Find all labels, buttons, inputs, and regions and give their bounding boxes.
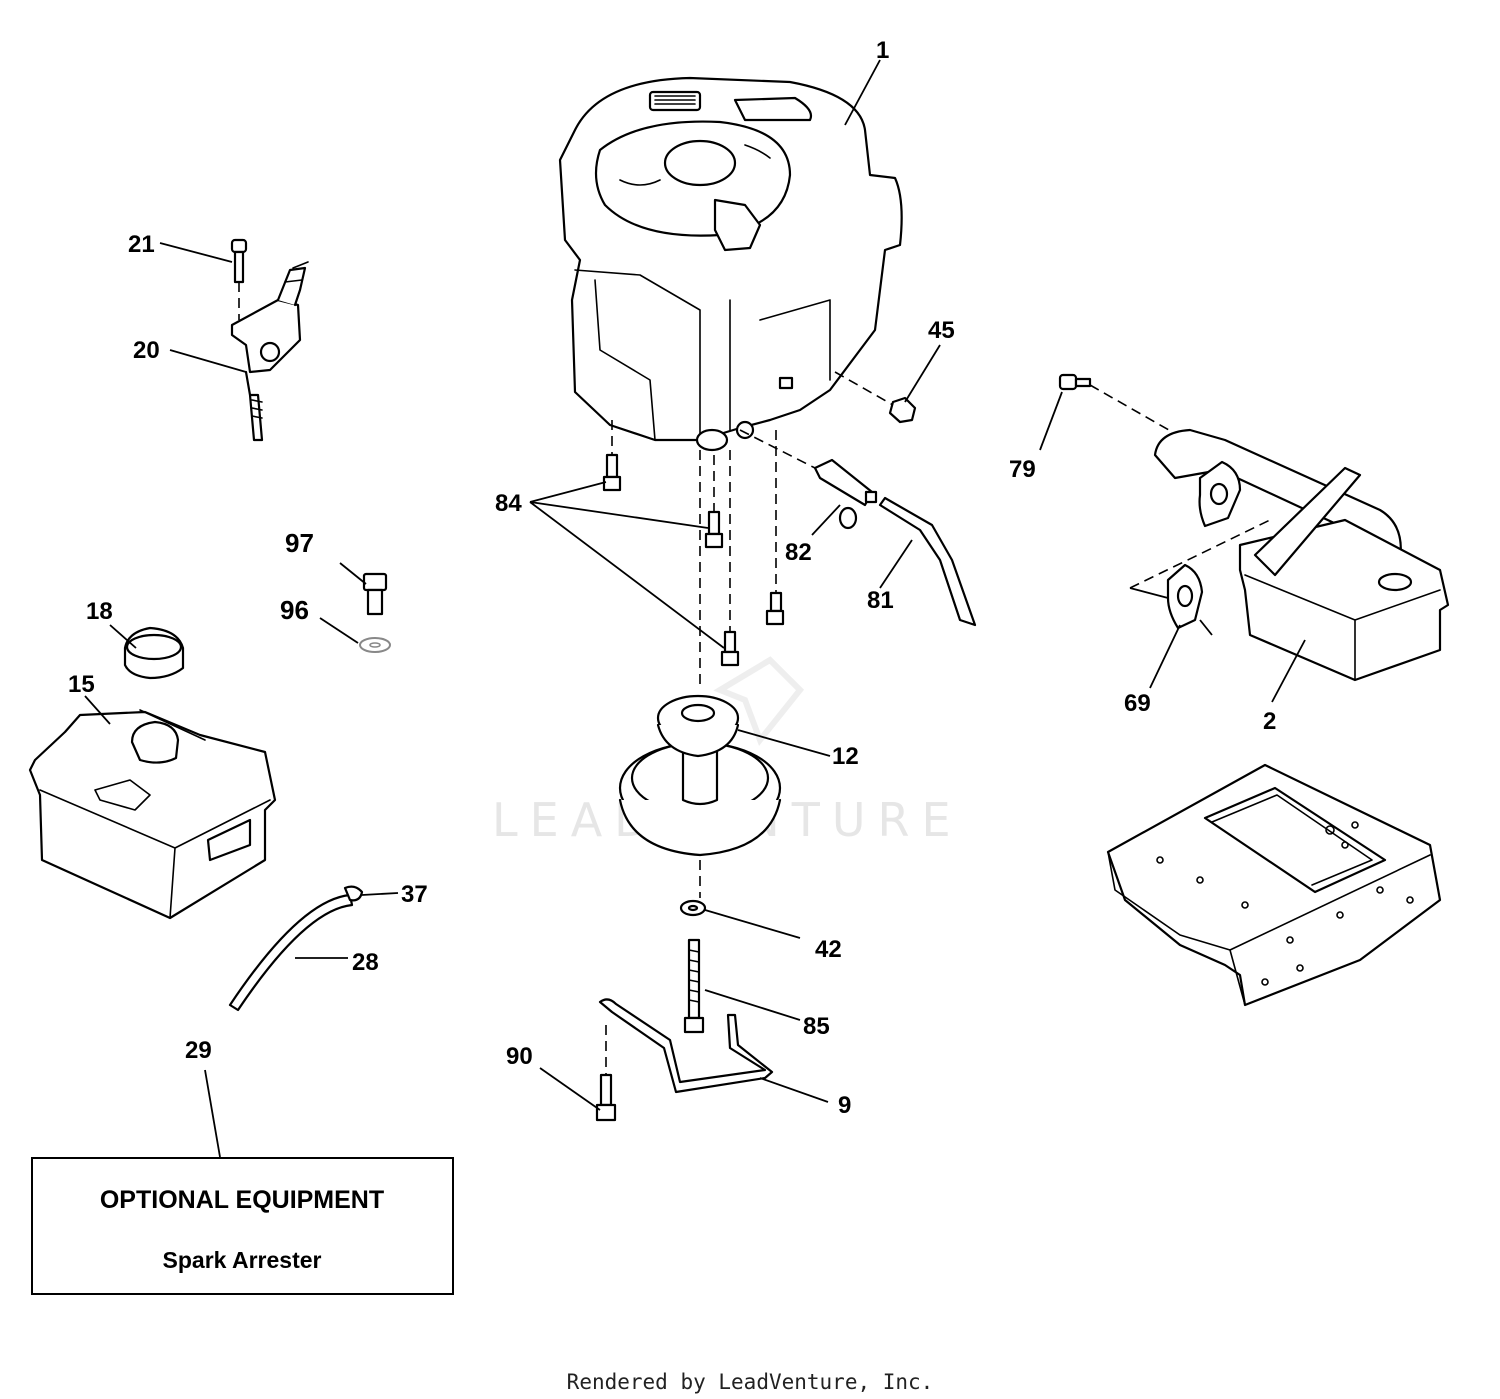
gas-cap-part-18[interactable] (123, 626, 185, 680)
pulley-part-12[interactable] (618, 694, 782, 857)
screw-part-79[interactable] (1058, 373, 1092, 391)
clamp-part-37[interactable] (343, 885, 364, 902)
callout-2: 2 (1263, 708, 1276, 735)
callout-84: 84 (495, 490, 522, 517)
bolt-part-97[interactable] (362, 572, 388, 616)
callout-15: 15 (68, 671, 95, 698)
leader-lines (84, 59, 1306, 1158)
callout-labels: 1 45 21 20 84 97 96 18 15 37 28 29 12 42… (68, 37, 1276, 1119)
callout-82: 82 (785, 539, 812, 566)
bolt-part-84-group[interactable] (602, 453, 785, 667)
callout-96: 96 (280, 595, 309, 625)
rendered-by-footer: Rendered by LeadVenture, Inc. (567, 1370, 934, 1394)
fuel-tank-part-15[interactable] (28, 709, 277, 920)
callout-81: 81 (867, 587, 894, 614)
callout-12: 12 (832, 743, 859, 770)
bolt-84-a (602, 453, 622, 492)
callout-37: 37 (401, 881, 428, 908)
callout-42: 42 (815, 936, 842, 963)
gasket-upper (1198, 460, 1242, 528)
callout-9: 9 (838, 1092, 851, 1119)
washer-part-42[interactable] (679, 899, 707, 917)
callout-1: 1 (876, 37, 889, 64)
optional-equipment-box: OPTIONAL EQUIPMENT Spark Arrester (31, 1157, 454, 1295)
callout-85: 85 (803, 1013, 830, 1040)
callout-97: 97 (285, 528, 314, 558)
callout-21: 21 (128, 231, 155, 258)
bolt-84-b (704, 510, 724, 549)
bracket-part-9[interactable] (598, 998, 774, 1094)
bolt-part-90[interactable] (595, 1073, 617, 1122)
bolt-84-d (720, 630, 740, 667)
bolt-part-85[interactable] (683, 938, 705, 1034)
fuel-line-part-28[interactable] (228, 893, 354, 1012)
callout-20: 20 (133, 337, 160, 364)
washer-part-96[interactable] (359, 637, 391, 653)
callout-45: 45 (928, 317, 955, 344)
bolt-84-c (765, 591, 785, 626)
fuel-shutoff-part-82[interactable] (813, 458, 878, 530)
callout-18: 18 (86, 598, 113, 625)
engine-part-1[interactable] (558, 76, 903, 452)
fuel-line-part-81[interactable] (878, 496, 977, 627)
engine-mount-plate (1106, 763, 1442, 1007)
callout-69: 69 (1124, 690, 1151, 717)
callout-79: 79 (1009, 456, 1036, 483)
nut-part-45[interactable] (888, 396, 917, 424)
optional-equipment-subtitle: Spark Arrester (163, 1247, 322, 1273)
screw-part-21[interactable] (230, 238, 248, 284)
callout-28: 28 (352, 949, 379, 976)
callout-90: 90 (506, 1043, 533, 1070)
callout-29: 29 (185, 1037, 212, 1064)
optional-equipment-title: OPTIONAL EQUIPMENT (100, 1186, 384, 1214)
throttle-control-part-20[interactable] (230, 261, 309, 442)
gasket-part-69[interactable] (1166, 563, 1204, 630)
muffler-part-2[interactable] (1153, 428, 1450, 682)
